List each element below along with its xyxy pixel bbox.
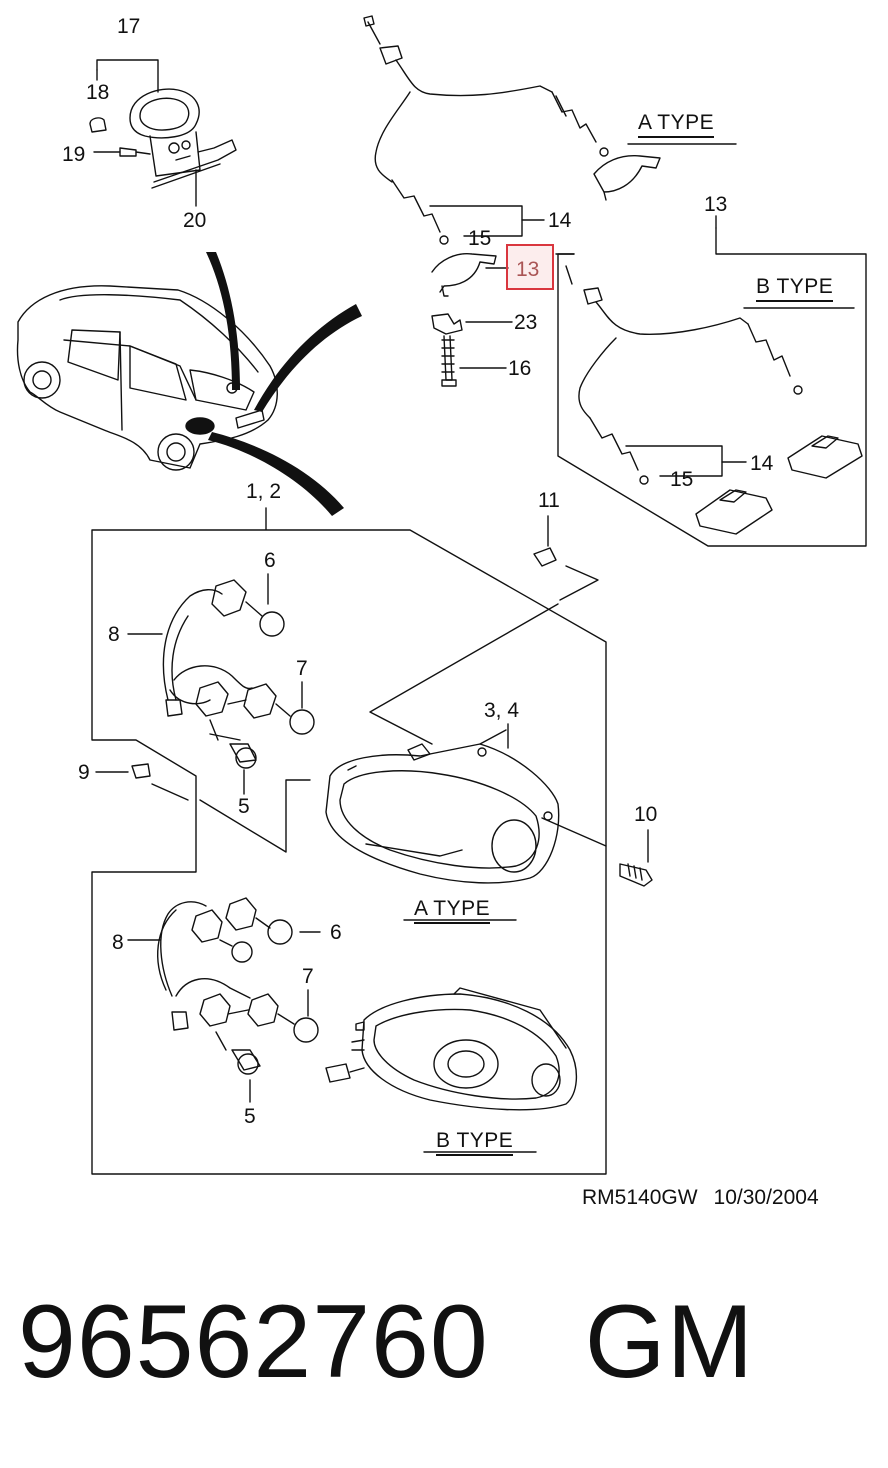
callout-10: 10 bbox=[634, 803, 658, 826]
license-lamp-a-type-assembly bbox=[363, 15, 661, 387]
callout-8-b: 8 bbox=[112, 931, 124, 954]
callout-leaders bbox=[95, 215, 717, 1103]
callout-16: 16 bbox=[508, 357, 532, 380]
tail-lamp-assembly-box bbox=[91, 507, 607, 1175]
callout-15-a: 15 bbox=[468, 227, 492, 250]
high-mount-stop-lamp-assembly bbox=[89, 59, 237, 207]
callout-13-highlighted[interactable]: 13 bbox=[516, 258, 540, 281]
callout-5-a: 5 bbox=[238, 795, 250, 818]
leader-sweep-high-mount bbox=[206, 252, 240, 390]
callout-11: 11 bbox=[538, 489, 560, 512]
callout-1-2: 1, 2 bbox=[246, 480, 282, 503]
vehicle-illustration bbox=[16, 285, 278, 471]
leader-sweep-plate-lamp bbox=[254, 304, 362, 412]
callout-13-top: 13 bbox=[704, 193, 728, 216]
leader-sweep-tail-lamp bbox=[208, 432, 344, 516]
plate-a-type-label: A TYPE bbox=[638, 112, 715, 138]
tail-lamp-b-type-housing bbox=[325, 987, 577, 1111]
bulb-socket-harness-b bbox=[157, 897, 319, 1075]
callout-9: 9 bbox=[78, 761, 90, 784]
tail-lamp-a-type-housing bbox=[131, 547, 653, 887]
license-lamp-b-type-assembly bbox=[555, 227, 867, 547]
drawing-code: RM5140GW bbox=[582, 1186, 698, 1209]
callout-7-b: 7 bbox=[302, 965, 314, 988]
callout-5-b: 5 bbox=[244, 1105, 256, 1128]
callout-15-b: 15 bbox=[670, 468, 694, 491]
drawing-stamp: RM5140GW 10/30/2004 bbox=[582, 1186, 819, 1210]
bulb-socket-harness-a bbox=[162, 579, 315, 769]
drawing-date: 10/30/2004 bbox=[713, 1186, 819, 1209]
callout-3-4: 3, 4 bbox=[484, 699, 520, 722]
callout-17: 17 bbox=[117, 15, 141, 38]
plate-b-type-label: B TYPE bbox=[756, 276, 834, 302]
callout-23: 23 bbox=[514, 311, 538, 334]
callout-18: 18 bbox=[86, 81, 110, 104]
callout-14-b: 14 bbox=[750, 452, 774, 475]
callout-6-a: 6 bbox=[264, 549, 276, 572]
callout-7-a: 7 bbox=[296, 657, 308, 680]
callout-19: 19 bbox=[62, 143, 86, 166]
highlight-box-13 bbox=[506, 244, 554, 290]
callout-20: 20 bbox=[183, 209, 207, 232]
lamp-a-type-label: A TYPE bbox=[414, 898, 491, 924]
lamp-b-type-label: B TYPE bbox=[436, 1130, 514, 1156]
callout-6-b: 6 bbox=[330, 921, 342, 944]
part-number: 96562760 bbox=[18, 1284, 489, 1400]
callout-14-a: 14 bbox=[548, 209, 572, 232]
callout-8-a: 8 bbox=[108, 623, 120, 646]
brand-name: GM bbox=[584, 1284, 755, 1400]
